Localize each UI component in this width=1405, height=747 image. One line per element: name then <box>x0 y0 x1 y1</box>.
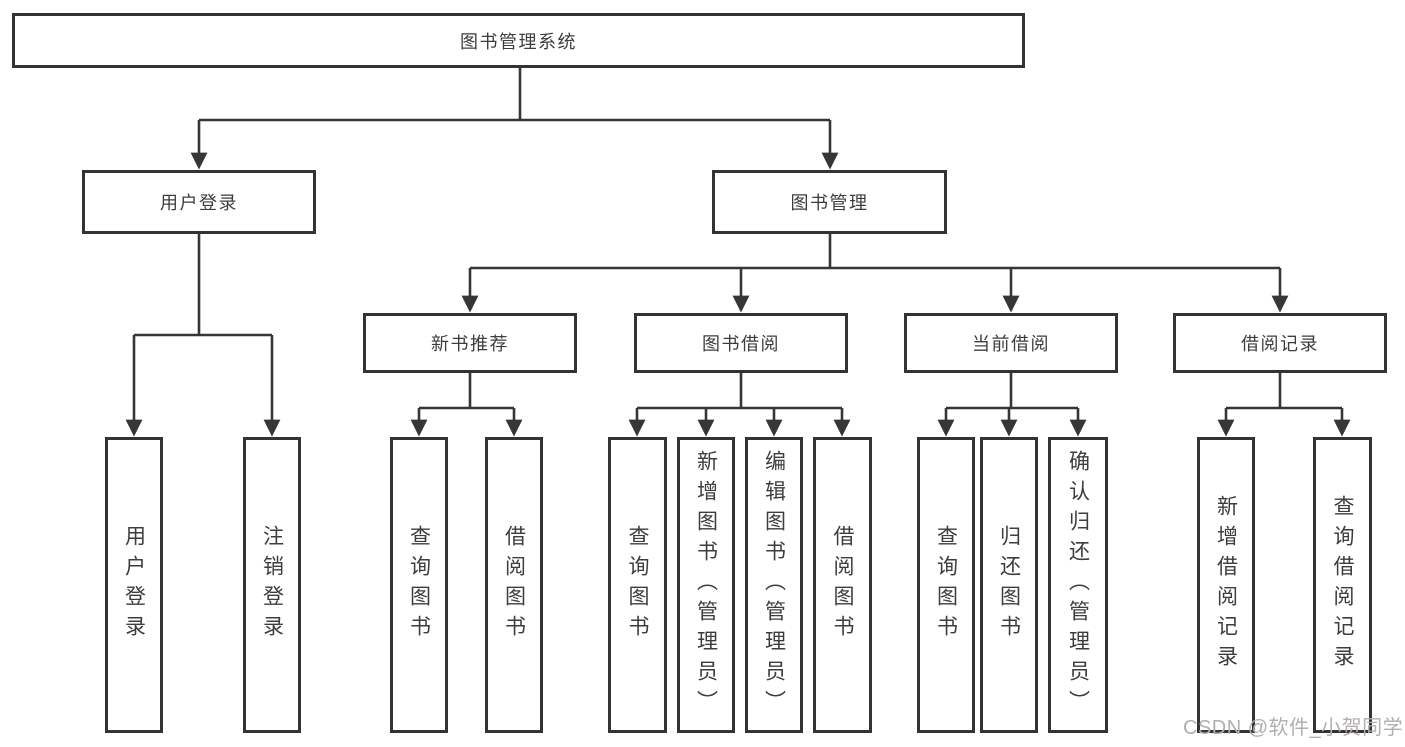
leaf-borrow-books-recommend: 借阅图书 <box>485 437 543 733</box>
leaf-edit-book-admin: 编辑图书（管理员） <box>745 437 803 733</box>
leaf-borrow-book: 借阅图书 <box>813 437 872 733</box>
leaf-label: 归还图书 <box>997 525 1021 645</box>
node-user-login: 用户登录 <box>82 170 316 234</box>
leaf-label: 查询图书 <box>626 525 649 645</box>
leaf-label: 查询借阅记录 <box>1331 495 1354 675</box>
leaf-query-books-borrow: 查询图书 <box>608 437 667 733</box>
leaf-add-book-admin: 新增图书（管理员） <box>677 437 735 733</box>
leaf-query-borrow-record: 查询借阅记录 <box>1313 437 1372 733</box>
leaf-label: 编辑图书（管理员） <box>762 450 786 720</box>
node-new-book-recommend: 新书推荐 <box>363 313 577 373</box>
leaf-user-login: 用户登录 <box>105 437 163 733</box>
leaf-label: 用户登录 <box>122 525 146 645</box>
leaf-add-borrow-record: 新增借阅记录 <box>1197 437 1255 733</box>
leaf-label: 注销登录 <box>260 525 284 645</box>
leaf-label: 查询图书 <box>407 525 431 645</box>
csdn-watermark: CSDN @软件_小贺同学 <box>1183 717 1404 739</box>
leaf-query-books-current: 查询图书 <box>917 437 975 733</box>
leaf-label: 确认归还（管理员） <box>1066 450 1090 720</box>
node-book-management: 图书管理 <box>712 170 947 234</box>
leaf-label: 借阅图书 <box>502 525 526 645</box>
leaf-return-book: 归还图书 <box>980 437 1038 733</box>
node-book-borrow: 图书借阅 <box>634 313 848 373</box>
node-root-system: 图书管理系统 <box>12 13 1025 68</box>
node-borrow-records: 借阅记录 <box>1173 313 1387 373</box>
leaf-label: 借阅图书 <box>831 525 854 645</box>
leaf-confirm-return-admin: 确认归还（管理员） <box>1048 437 1108 733</box>
leaf-logout: 注销登录 <box>243 437 301 733</box>
leaf-query-books-recommend: 查询图书 <box>390 437 448 733</box>
leaf-label: 新增借阅记录 <box>1214 495 1238 675</box>
leaf-label: 查询图书 <box>934 525 958 645</box>
node-current-borrow: 当前借阅 <box>904 313 1118 373</box>
leaf-label: 新增图书（管理员） <box>694 450 718 720</box>
